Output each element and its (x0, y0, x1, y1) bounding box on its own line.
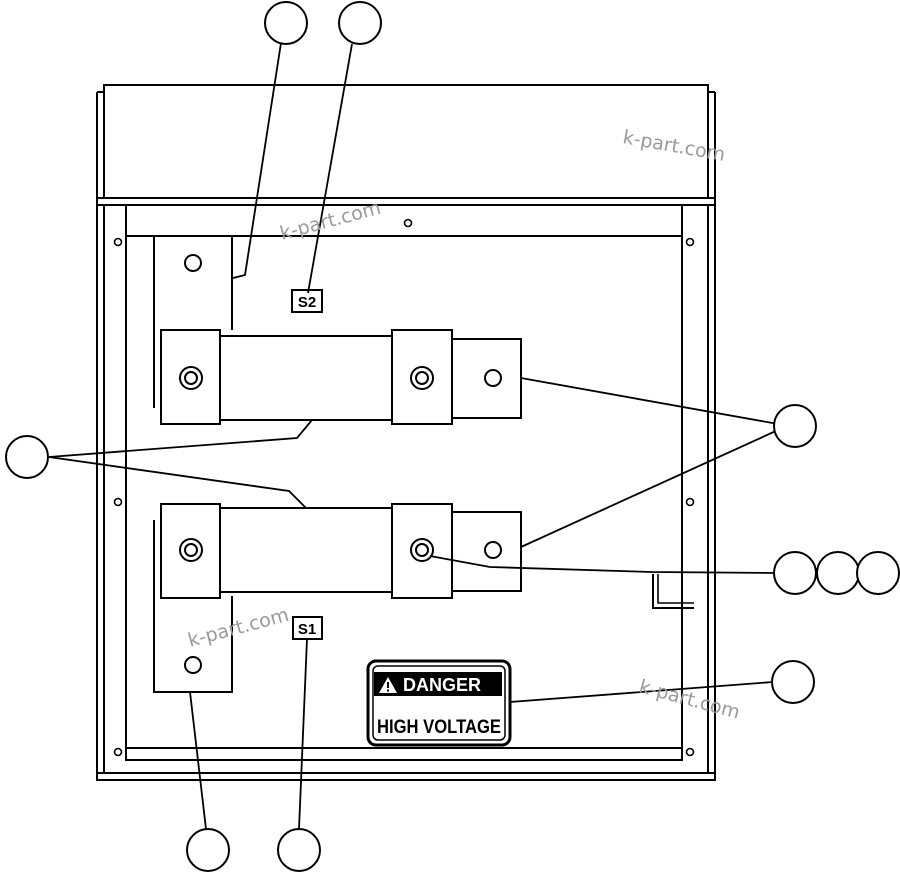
callout-circle (338, 1, 382, 45)
handle-key (652, 574, 694, 609)
callout-circle (186, 828, 230, 872)
svg-text:S1: S1 (298, 621, 316, 638)
mounting-holes (113, 218, 695, 757)
callout-circle (856, 551, 900, 595)
warning-triangle-icon (379, 677, 397, 693)
svg-text:HIGH VOLTAGE: HIGH VOLTAGE (377, 717, 501, 738)
callout-circle (5, 435, 49, 479)
callout-circle (277, 828, 321, 872)
callout-circle (264, 1, 308, 45)
svg-text:S2: S2 (298, 294, 316, 311)
callout-circle (773, 551, 817, 595)
callout-circle (773, 404, 817, 448)
callout-circle (771, 660, 815, 704)
watermarks: k-part.com k-part.com k-part.com k-part.… (186, 126, 743, 723)
watermark: k-part.com (621, 126, 727, 166)
upper-busbar (160, 329, 522, 425)
label-s2: S2 (291, 289, 323, 313)
watermark: k-part.com (637, 676, 743, 724)
callout-circles (5, 1, 900, 872)
lower-busbar (160, 503, 522, 599)
svg-text:DANGER: DANGER (403, 675, 481, 695)
callout-circle (816, 551, 860, 595)
danger-sign: DANGER HIGH VOLTAGE (366, 659, 512, 747)
leader-lines (48, 42, 779, 830)
label-s1: S1 (292, 616, 323, 640)
